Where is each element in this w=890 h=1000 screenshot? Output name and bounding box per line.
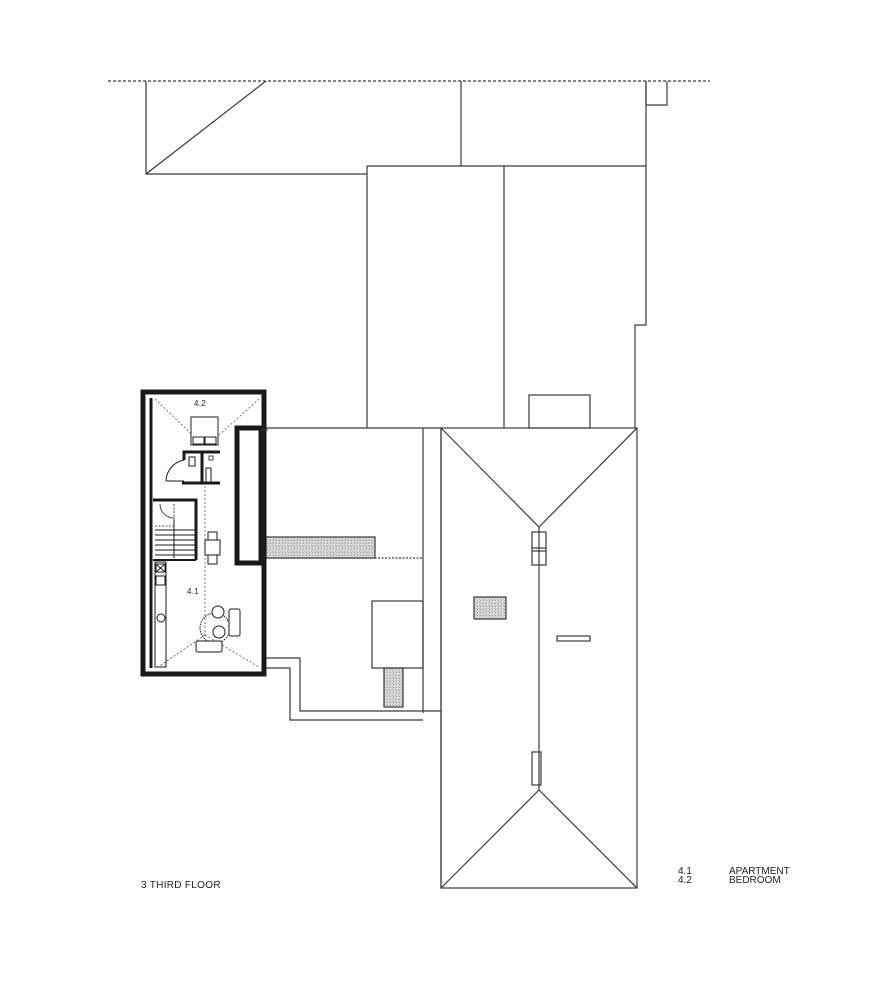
legend-name: APARTMENT: [729, 866, 790, 877]
hatched-terrace: [265, 536, 376, 559]
legend-number: 4.2: [678, 875, 692, 886]
dining-table-icon: [204, 531, 221, 565]
room-tag-apartment: 4.1: [187, 587, 200, 596]
legend-row-bedroom: 4.2 BEDROOM: [678, 875, 790, 886]
middle-buildings: [366, 165, 591, 429]
legend-number: 4.1: [678, 866, 692, 877]
bed-icon: [190, 416, 219, 446]
neighbour-building-top-right: [461, 81, 668, 428]
bathroom: [165, 450, 220, 485]
legend-name: BEDROOM: [729, 875, 781, 886]
drawing-title: 3 THIRD FLOOR: [141, 880, 221, 891]
staircase: [153, 498, 198, 561]
courtyard-block: [266, 427, 442, 888]
legend-row-apartment: 4.1 APARTMENT: [678, 866, 790, 877]
living-furniture-icon: [195, 605, 241, 653]
room-tag-bedroom: 4.2: [194, 399, 207, 408]
roof-vent-bottom: [531, 751, 542, 786]
apartment-unit: [140, 389, 268, 677]
roof-slot: [556, 635, 591, 642]
room-legend: 4.1 APARTMENT 4.2 BEDROOM: [678, 866, 790, 886]
hatched-skylight-roof: [473, 596, 507, 620]
kitchen-counter: [154, 561, 167, 668]
neighbour-building-top-left: [145, 80, 462, 175]
hatched-skylight-small: [383, 667, 404, 708]
hip-roof-building: [440, 427, 638, 889]
